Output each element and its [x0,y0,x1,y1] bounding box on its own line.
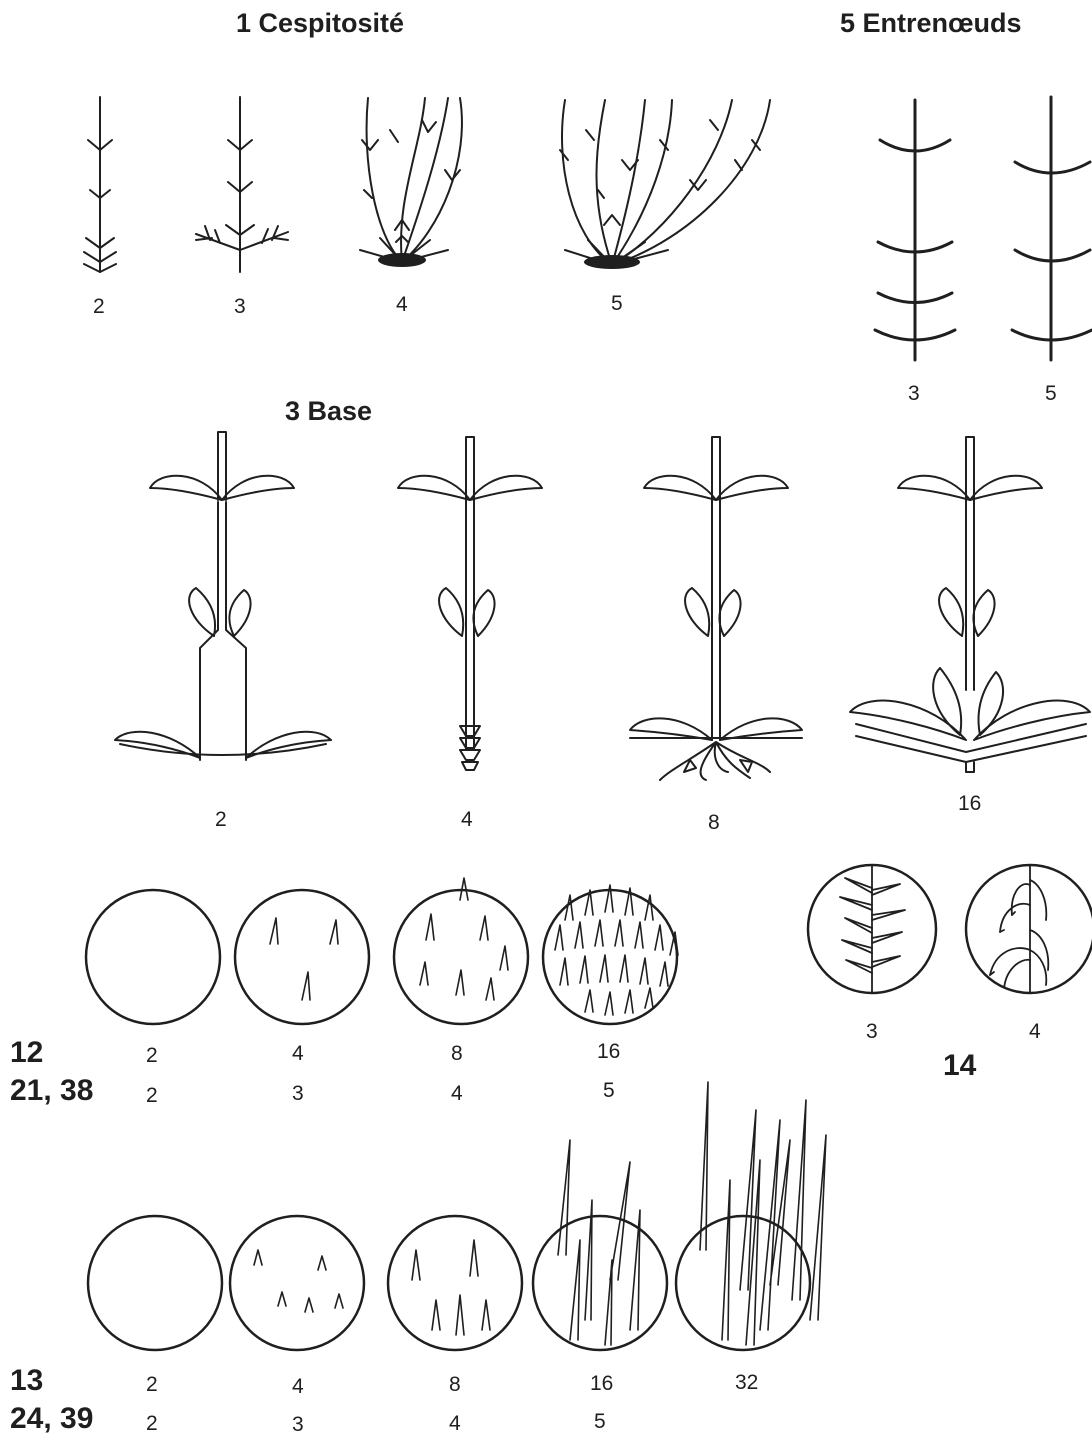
row1-value: 4 [292,1042,304,1066]
base-label: 4 [461,808,473,832]
row4-value: 5 [594,1410,606,1434]
plant-base-16 [850,437,1090,772]
row3-value: 16 [590,1372,613,1396]
plant-base-8 [630,437,802,780]
base-label: 16 [958,792,981,816]
row-code-21-38: 21, 38 [10,1074,93,1108]
heading-base: 3 Base [285,396,372,427]
tuft-branched-shoot [196,97,288,272]
cespitosite-label: 3 [234,295,246,319]
heading-cespitosite: 1 Cespitosité [236,8,404,39]
row2-value: 2 [146,1084,158,1108]
hair-density-row-1 [86,878,678,1024]
row1-value: 2 [146,1044,158,1068]
row3-value: 8 [449,1373,461,1397]
entrenoeuds-label: 5 [1045,382,1057,406]
row3-value: 4 [292,1375,304,1399]
tuft-single-shoot [84,97,116,272]
panel14-label: 3 [866,1020,878,1044]
row-code-12: 12 [10,1036,43,1070]
tuft-small-clump [360,98,462,267]
tuft-large-clump [560,100,770,269]
cespitosite-label: 2 [93,295,105,319]
cespitosite-label: 4 [396,293,408,317]
entrenoeuds-illustrations [875,97,1092,360]
row1-value: 16 [597,1040,620,1064]
row3-value: 2 [146,1373,158,1397]
cespitosite-illustrations [84,97,770,272]
heading-entrenoeuds: 5 Entrenœuds [840,8,1022,39]
row2-value: 3 [292,1082,304,1106]
row4-value: 3 [292,1413,304,1437]
panel14-code: 14 [943,1049,976,1083]
row2-value: 5 [603,1079,615,1103]
panel-14-illustrations [808,862,1092,996]
base-label: 2 [215,808,227,832]
plant-base-4 [398,437,542,770]
row3-value: 32 [735,1371,758,1395]
stem-long-internodes [1012,97,1092,360]
panel14-label: 4 [1029,1020,1041,1044]
plant-base-2 [115,432,331,760]
row-code-24-39: 24, 39 [10,1402,93,1436]
base-illustrations [115,432,1090,780]
base-label: 8 [708,811,720,835]
entrenoeuds-label: 3 [908,382,920,406]
row1-value: 8 [451,1042,463,1066]
row4-value: 2 [146,1412,158,1436]
cespitosite-label: 5 [611,292,623,316]
stem-short-internodes [875,100,955,360]
row4-value: 4 [449,1412,461,1436]
hair-length-row-2 [88,1082,826,1350]
row2-value: 4 [451,1082,463,1106]
row-code-13: 13 [10,1364,43,1398]
